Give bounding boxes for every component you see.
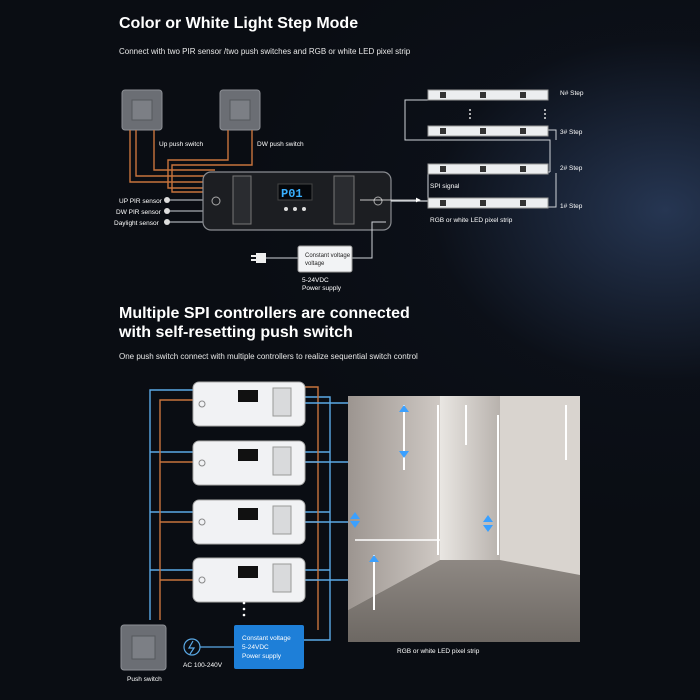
push-switch-label: Push switch [127, 676, 162, 683]
controller-4 [192, 557, 306, 603]
psu-label: Constant voltage [305, 253, 351, 259]
blue-power-supply [234, 625, 304, 669]
ac-power-icon [183, 638, 201, 656]
up-switch-label: Up push switch [159, 141, 203, 148]
psu-label-2: voltage [305, 261, 325, 267]
strip-3 [427, 125, 549, 137]
up-push-switch [121, 89, 163, 131]
strip-n [427, 89, 549, 101]
spi-controller [202, 171, 392, 231]
controller-1 [192, 381, 306, 427]
section1-title: Color or White Light Step Mode [119, 15, 359, 32]
step-2-label: 2# Step [560, 165, 583, 172]
led-strips [404, 99, 557, 208]
blue-psu-line3: Power supply [242, 653, 282, 660]
led-light-lines [355, 405, 567, 610]
controller-3 [192, 499, 306, 545]
section2-title-line2: with self-resetting push switch [119, 324, 353, 341]
up-pir-label: UP PIR sensor [119, 198, 163, 205]
strip-2 [427, 163, 549, 175]
daylight-label: Daylight sensor [114, 220, 160, 227]
blue-psu-line2: 5-24VDC [242, 644, 269, 651]
power-plug-icon [251, 253, 266, 263]
section2-subtitle: One push switch connect with multiple co… [119, 352, 418, 361]
controller-2 [192, 440, 306, 486]
step-n-label: N# Step [560, 90, 584, 97]
psu-spec-1: 5-24VDC [302, 277, 329, 284]
spi-signal-label: SPI signal [430, 183, 460, 190]
strip-label: RGB or white LED pixel strip [430, 217, 513, 224]
room-strip-label: RGB or white LED pixel strip [397, 648, 480, 655]
section2-title: Multiple SPI controllers are connected w… [119, 304, 410, 342]
controller-wires [149, 386, 348, 641]
psu-spec-2: Power supply [302, 285, 342, 292]
dw-pir-label: DW PIR sensor [116, 209, 162, 216]
room-illustration [348, 396, 580, 642]
controller-display: P01 [281, 187, 303, 201]
switch-wires [129, 130, 253, 193]
dw-switch-label: DW push switch [257, 141, 304, 148]
strip-ellipsis [469, 109, 546, 119]
step-1-label: 1# Step [560, 203, 583, 210]
section1-subtitle: Connect with two PIR sensor /two push sw… [119, 47, 411, 56]
step-3-label: 3# Step [560, 129, 583, 136]
ac-label: AC 100-240V [183, 662, 223, 669]
blue-psu-line1: Constant voltage [242, 635, 291, 642]
section2-title-line1: Multiple SPI controllers are connected [119, 305, 410, 322]
controllers-ellipsis [242, 601, 246, 617]
power-supply [297, 245, 353, 273]
push-switch [120, 624, 167, 671]
dw-push-switch [219, 89, 261, 131]
direction-arrows [350, 405, 493, 562]
strip-1 [427, 197, 549, 209]
